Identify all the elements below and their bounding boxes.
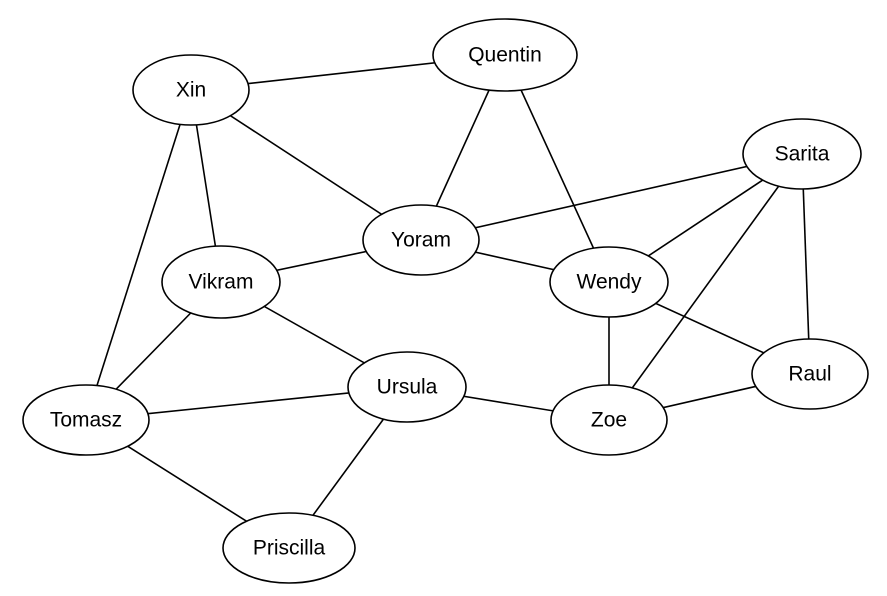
node-ursula-label: Ursula bbox=[377, 376, 438, 399]
node-vikram-label: Vikram bbox=[189, 271, 254, 294]
node-quentin-ellipse bbox=[432, 18, 578, 92]
node-vikram: Vikram bbox=[161, 245, 281, 319]
node-wendy-ellipse bbox=[549, 246, 669, 318]
node-sarita: Sarita bbox=[742, 118, 862, 190]
edge-sarita-yoram bbox=[420, 153, 803, 241]
node-wendy-label: Wendy bbox=[577, 271, 642, 294]
node-sarita-ellipse bbox=[742, 118, 862, 190]
node-wendy: Wendy bbox=[549, 246, 669, 318]
edge-xin-tomasz bbox=[85, 89, 192, 421]
edge-sarita-zoe bbox=[608, 153, 803, 421]
node-ursula: Ursula bbox=[347, 351, 467, 423]
node-vikram-ellipse bbox=[161, 245, 281, 319]
node-yoram-label: Yoram bbox=[391, 229, 451, 252]
node-quentin: Quentin bbox=[432, 18, 578, 92]
node-raul-ellipse bbox=[751, 338, 869, 410]
node-tomasz-ellipse bbox=[22, 384, 150, 456]
node-sarita-label: Sarita bbox=[775, 143, 830, 166]
node-zoe-label: Zoe bbox=[591, 409, 627, 432]
node-ursula-ellipse bbox=[347, 351, 467, 423]
node-yoram: Yoram bbox=[362, 204, 480, 276]
node-priscilla-label: Priscilla bbox=[253, 537, 326, 560]
node-quentin-label: Quentin bbox=[468, 44, 542, 67]
node-xin-ellipse bbox=[132, 54, 250, 126]
node-zoe-ellipse bbox=[550, 384, 668, 456]
node-raul: Raul bbox=[751, 338, 869, 410]
node-priscilla: Priscilla bbox=[222, 512, 356, 584]
node-raul-label: Raul bbox=[788, 363, 831, 386]
node-yoram-ellipse bbox=[362, 204, 480, 276]
node-zoe: Zoe bbox=[550, 384, 668, 456]
node-xin-label: Xin bbox=[176, 79, 206, 102]
node-tomasz: Tomasz bbox=[22, 384, 150, 456]
node-tomasz-label: Tomasz bbox=[50, 409, 122, 432]
edge-quentin-wendy bbox=[504, 54, 610, 283]
node-xin: Xin bbox=[132, 54, 250, 126]
edge-sarita-raul bbox=[801, 153, 811, 375]
node-priscilla-ellipse bbox=[222, 512, 356, 584]
nodes-layer: Quentin Xin Sarita Yoram Vikram Wendy Ur… bbox=[22, 18, 869, 584]
